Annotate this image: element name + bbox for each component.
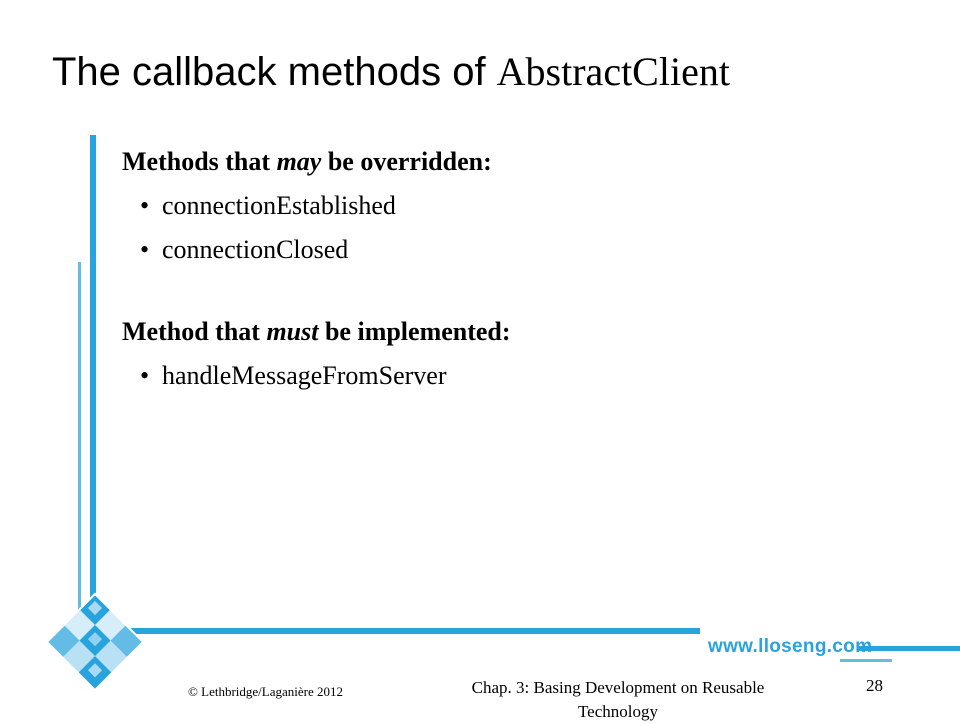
footer-chapter: Chap. 3: Basing Development on Reusable … <box>471 678 765 721</box>
method-name: connectionEstablished <box>162 191 396 220</box>
decorative-horizontal-thin-line-right <box>840 659 892 662</box>
decorative-horizontal-line-right <box>858 646 960 651</box>
method-name: handleMessageFromServer <box>162 361 447 390</box>
slide-title-class-name: AbstractClient <box>496 49 730 94</box>
heading-emphasis: must <box>266 317 319 346</box>
bullet-icon: • <box>140 235 150 264</box>
section-heading-required: Method that must be implemented: <box>122 314 922 350</box>
bullet-list-overridable: • connectionEstablished • connectionClosed <box>122 184 922 272</box>
lloseng-logo-icon <box>45 592 145 690</box>
list-item: • connectionEstablished <box>122 184 922 228</box>
heading-text: be implemented: <box>318 317 511 346</box>
section-heading-overridable: Methods that may be overridden: <box>122 144 922 180</box>
footer-page-number: 28 <box>866 676 883 695</box>
heading-text: be overridden: <box>321 147 492 176</box>
decorative-vertical-thin-line <box>78 262 81 652</box>
slide-title: The callback methods of AbstractClient <box>52 44 730 100</box>
decorative-horizontal-line <box>100 628 700 634</box>
bullet-list-required: • handleMessageFromServer <box>122 354 922 398</box>
bullet-icon: • <box>140 361 150 390</box>
slide-title-prefix: The callback methods of <box>52 50 497 94</box>
section-spacer <box>122 272 922 314</box>
decorative-vertical-line <box>90 135 96 605</box>
list-item: • handleMessageFromServer <box>122 354 922 398</box>
heading-text: Method that <box>122 317 267 346</box>
footer-copyright: © Lethbridge/Laganière 2012 <box>188 684 343 699</box>
website-url: www.lloseng.com <box>708 636 873 657</box>
heading-emphasis: may <box>276 147 322 176</box>
list-item: • connectionClosed <box>122 228 922 272</box>
slide-content: Methods that may be overridden: • connect… <box>122 144 922 398</box>
bullet-icon: • <box>140 191 150 220</box>
method-name: connectionClosed <box>162 235 349 264</box>
heading-text: Methods that <box>122 147 277 176</box>
